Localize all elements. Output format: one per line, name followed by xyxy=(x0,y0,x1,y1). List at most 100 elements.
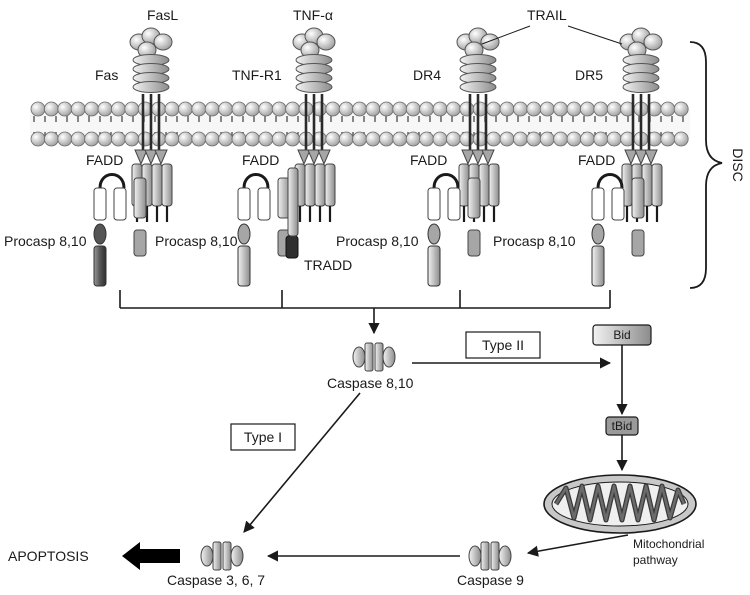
procaspase-linker xyxy=(98,173,126,189)
lipid-head-inner xyxy=(459,131,475,147)
lipid-head-outer xyxy=(70,101,86,117)
lipid-head-inner xyxy=(84,131,99,147)
procasp-label-dr4: Procasp 8,10 xyxy=(336,233,419,249)
lipid-head-inner xyxy=(553,131,568,147)
procaspase-catalytic xyxy=(591,245,605,287)
lipid-head-inner xyxy=(392,131,408,147)
lipid-head-inner xyxy=(244,131,260,147)
lipid-head-inner xyxy=(218,131,234,147)
fas-complex xyxy=(129,27,173,222)
lipid-head-inner xyxy=(164,131,180,147)
lipid-head-outer xyxy=(419,101,435,117)
trail-pointer-dr5 xyxy=(567,25,623,45)
receptor-label-tnf-r1: TNF-R1 xyxy=(232,67,282,83)
lipid-head-outer xyxy=(338,101,354,117)
procaspase-prodomain xyxy=(93,223,107,245)
lipid-head-inner xyxy=(191,131,207,147)
lipid-head-inner xyxy=(352,131,368,147)
fadd-label-dr5: FADD xyxy=(578,152,615,168)
death-domain xyxy=(297,149,311,166)
caspase-subunit xyxy=(364,342,374,372)
lipid-head-outer xyxy=(378,101,394,117)
caspase-prodomain xyxy=(498,545,512,567)
lipid-head-outer xyxy=(97,101,113,117)
tradd-domain xyxy=(285,235,299,259)
caspase-9-icon xyxy=(468,541,512,571)
receptor-complexes xyxy=(93,27,663,287)
type-1-label: Type I xyxy=(244,429,282,445)
lipid-head-inner xyxy=(593,131,609,147)
lipid-head-outer xyxy=(459,101,475,117)
receptor-label-dr4: DR4 xyxy=(413,67,441,83)
lipid-head-inner xyxy=(673,131,689,147)
caspase-9-label: Caspase 9 xyxy=(457,572,524,588)
lipid-head-inner xyxy=(271,131,287,147)
receptor-ectodomain xyxy=(132,81,170,93)
lipid-head-inner xyxy=(419,131,435,147)
fadd-body xyxy=(133,177,147,219)
lipid-head-outer xyxy=(111,101,126,117)
bid-label: Bid xyxy=(613,328,630,342)
fadd-domain xyxy=(93,187,107,221)
procaspase-catalytic xyxy=(237,245,251,287)
cytoplasmic-domain xyxy=(324,163,336,207)
lipid-head-inner xyxy=(499,131,515,147)
lipid-head-outer xyxy=(244,101,260,117)
cytoplasmic-domain xyxy=(314,163,326,207)
apoptosis-arrow xyxy=(122,542,180,570)
type-2-box xyxy=(465,331,541,359)
death-domain xyxy=(624,149,638,166)
caspase-prodomain xyxy=(200,545,214,567)
fas-procaspase xyxy=(93,173,147,287)
death-domain xyxy=(471,149,485,166)
caspase-subunit xyxy=(490,541,500,571)
disc-label: DISC xyxy=(730,148,746,181)
lipid-head-inner xyxy=(325,131,341,147)
cytoplasmic-domain xyxy=(151,163,163,207)
caspase-3-6-7-label: Caspase 3, 6, 7 xyxy=(167,572,265,588)
lipid-head-inner xyxy=(111,131,126,147)
lipid-head-inner xyxy=(285,131,301,147)
fadd-label-dr4: FADD xyxy=(410,152,447,168)
procaspase-catalytic xyxy=(427,245,441,287)
fadd-domain xyxy=(237,187,251,221)
caspase-8-10-label: Caspase 8,10 xyxy=(327,375,414,391)
lipid-head-inner xyxy=(124,131,140,147)
type-2-label: Type II xyxy=(482,337,524,353)
ligand-label-trail: TRAIL xyxy=(527,7,567,23)
lipid-head-outer xyxy=(204,101,220,117)
receptor-ectodomain xyxy=(459,81,497,93)
cytoplasmic-domain xyxy=(304,163,316,207)
procaspase-linker xyxy=(596,173,624,189)
lipid-head-outer xyxy=(124,101,140,117)
lipid-head-inner xyxy=(513,131,528,147)
fadd-death-effector xyxy=(631,229,645,257)
death-domain xyxy=(481,149,495,166)
fadd-domain xyxy=(611,187,625,221)
procaspase-catalytic xyxy=(93,245,107,287)
mitochondrial-pathway-label-1: Mitochondrial xyxy=(633,537,704,551)
death-domain xyxy=(644,149,658,166)
caspase-subunit xyxy=(480,541,490,571)
type-1-box xyxy=(230,423,296,451)
lipid-head-outer xyxy=(539,101,555,117)
arrow-mitochondrion-to-caspase-9 xyxy=(526,534,629,557)
lipid-head-outer xyxy=(486,101,502,117)
lipid-head-outer xyxy=(660,101,676,117)
disc-connector xyxy=(119,290,611,309)
fadd-domain xyxy=(257,187,271,221)
fadd-domain xyxy=(427,187,441,221)
receptor-label-fas: Fas xyxy=(95,67,118,83)
lipid-head-inner xyxy=(70,131,86,147)
lipid-head-outer xyxy=(231,101,247,117)
caspase-prodomain xyxy=(230,545,244,567)
caspase-icons xyxy=(200,342,512,571)
lipid-head-outer xyxy=(30,101,46,117)
procaspase-linker xyxy=(432,173,460,189)
lipid-head-inner xyxy=(44,131,59,147)
lipid-head-outer xyxy=(405,101,421,117)
tnf-r1-complex xyxy=(292,27,336,222)
procasp-label-dr5: Procasp 8,10 xyxy=(493,233,576,249)
lipid-head-inner xyxy=(231,131,247,147)
